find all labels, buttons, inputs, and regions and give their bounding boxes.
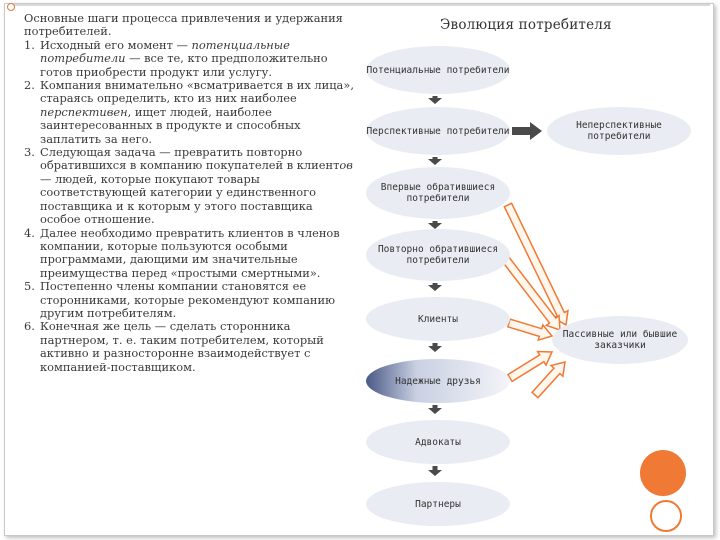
step-item: 5. Постепенно члены компании становятся е…: [24, 279, 354, 320]
steps-text-column: Основные шаги процесса привлечения и уде…: [24, 11, 354, 374]
orange-flow-arrow: [530, 360, 566, 399]
node-partners-label: Партнеры: [415, 498, 461, 510]
step-item: 2. Компания внимательно «всматривается в …: [24, 78, 354, 146]
steps-intro: Основные шаги процесса привлечения и уде…: [24, 11, 343, 39]
node-perspective-shape: [366, 107, 510, 155]
node-clients-label: Клиенты: [417, 313, 459, 325]
node-nonperspective-label: Неперспективные потребители: [576, 120, 662, 142]
step-number: 1.: [24, 37, 35, 52]
step-text: Постепенно члены компании становятся ее …: [40, 279, 335, 320]
node-advocates-label: Адвокаты: [415, 436, 461, 448]
node-potential-label: Потенциальные потребители: [366, 64, 510, 76]
node-passive-shape: [552, 316, 688, 364]
step-item: 3. Следующая задача — превратить повторно…: [24, 145, 354, 227]
step-emphasis: ов: [339, 158, 353, 173]
step-item: 1. Исходный его момент — потенциальные по…: [24, 37, 354, 79]
step-number: 6.: [24, 319, 35, 334]
step-text: Исходный его момент —: [40, 37, 192, 52]
node-advocates-shape: [366, 420, 510, 464]
corner-ring-decoration: [7, 3, 15, 11]
flow-down-arrow: [428, 157, 442, 165]
node-first-shape: [366, 167, 510, 219]
flow-down-arrow: [428, 405, 442, 414]
node-friends-shape: [366, 359, 510, 403]
step-item: 4. Далее необходимо превратить клиентов в…: [24, 225, 354, 281]
node-repeat-label: Повторно обратившиеся потребители: [377, 244, 499, 266]
flow-down-arrow: [428, 466, 442, 476]
decorative-orange-circle: [640, 450, 686, 496]
flow-right-arrow: [512, 122, 542, 140]
flow-down-arrow: [428, 283, 442, 291]
node-partners-shape: [366, 482, 510, 526]
step-number: 3.: [24, 145, 35, 160]
step-text: , ищет людей, наиболее заинтересованных …: [40, 104, 301, 146]
slide-frame: [4, 3, 714, 536]
node-perspective-label: Перспективные потребители: [366, 125, 510, 137]
node-nonperspective-shape: [547, 107, 691, 155]
step-emphasis: перспективен: [40, 104, 128, 119]
orange-flow-arrow: [506, 350, 554, 383]
decorative-orange-ring: [650, 500, 682, 532]
step-number: 5.: [24, 279, 35, 294]
diagram-title: Эволюция потребителя: [440, 17, 612, 33]
step-number: 2.: [24, 78, 35, 93]
flow-down-arrow: [428, 343, 442, 352]
node-clients-shape: [366, 297, 510, 341]
node-friends-label: Надежные друзья: [395, 375, 481, 387]
step-text: — людей, которые покупают товары соответ…: [40, 171, 316, 227]
step-number: 4.: [24, 225, 35, 240]
steps-list: 1. Исходный его момент — потенциальные по…: [24, 37, 354, 374]
step-text: Конечная же цель — сделать сторонника па…: [40, 319, 324, 374]
node-first-label: Впервые обратившиеся потребители: [380, 182, 496, 204]
step-text: Следующая задача — превратить повторно о…: [40, 145, 340, 173]
orange-flow-arrow: [503, 202, 569, 327]
orange-flow-arrow: [506, 318, 554, 342]
node-repeat-shape: [366, 229, 510, 281]
step-text: Далее необходимо превратить клиентов в ч…: [40, 225, 340, 280]
slide-top-border: [10, 4, 710, 6]
node-passive-label: Пассивные или бывшие заказчики: [562, 329, 678, 351]
step-text: — все те, кто предположительно готов при…: [40, 51, 328, 79]
flow-down-arrow: [428, 96, 442, 104]
step-item: 6. Конечная же цель — сделать сторонника …: [24, 319, 354, 374]
orange-flow-arrow: [495, 248, 561, 332]
step-emphasis: потенциальные потребители: [40, 37, 290, 66]
step-text: Компания внимательно «всматривается в их…: [40, 78, 354, 106]
flow-down-arrow: [428, 221, 442, 229]
node-potential-shape: [366, 46, 510, 94]
